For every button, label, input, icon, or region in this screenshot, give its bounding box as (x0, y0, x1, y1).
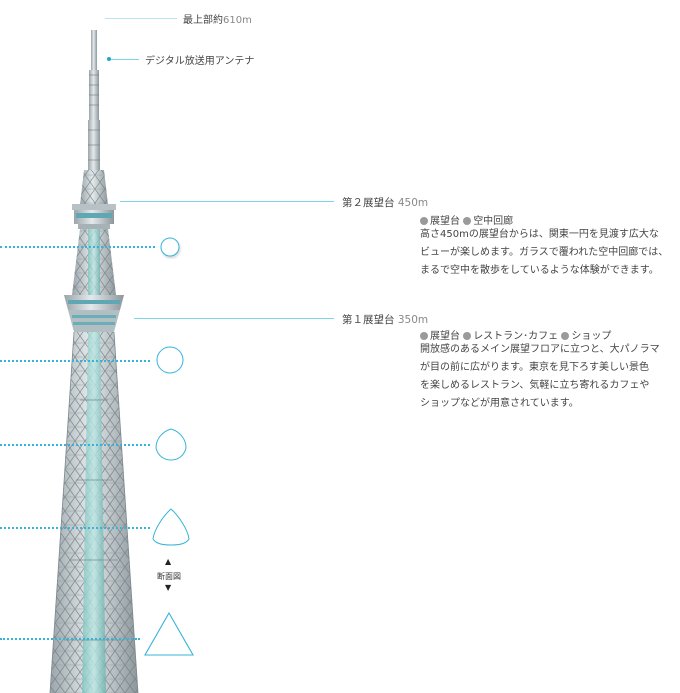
cross-section-guide (0, 527, 150, 529)
antenna-label: デジタル放送用アンテナ (145, 56, 255, 67)
top-height-value: 610m (223, 15, 252, 26)
top-height-name: 最上部約 (183, 15, 223, 26)
deck-1-tag: 展望台 (420, 331, 460, 342)
cross-section-rounded-triangle-wide (152, 508, 190, 546)
deck-1-tag: レストラン･カフェ (463, 331, 558, 342)
deck-2-leader-line (120, 201, 334, 202)
bullet-icon (463, 332, 472, 340)
deck-1-height: 350m (397, 314, 429, 326)
deck-1-structure (64, 295, 124, 332)
bullet-icon (463, 217, 472, 225)
antenna-leader-line (111, 59, 139, 60)
top-leader-line (105, 18, 177, 19)
deck-2-height: 450m (397, 197, 429, 209)
arrow-down-icon: ▼ (165, 583, 172, 592)
deck-1-description: 開放感のあるメイン展望フロアに立つと、大パノラマ が目の前に広がります。東京を見… (420, 344, 660, 409)
deck-2-title: 第２展望台 450m (342, 195, 428, 210)
deck-2-tag: 展望台 (420, 216, 460, 227)
cross-section-guide (0, 246, 155, 248)
bullet-icon (561, 332, 570, 340)
deck-2-name: 第２展望台 (342, 197, 395, 209)
antenna-mast (88, 30, 100, 170)
deck-2-tag: 空中回廊 (463, 216, 513, 227)
deck-1-tag: ショップ (561, 331, 611, 342)
deck-2-description: 高さ450mの展望台からは、関東一円を見渡す広大な ビューが楽しめます。ガラスで… (420, 229, 669, 276)
deck-1-name: 第１展望台 (342, 314, 395, 326)
deck-2-tags: 展望台 空中回廊 (420, 212, 513, 227)
deck-1-tags: 展望台 レストラン･カフェ ショップ (420, 327, 611, 342)
arrow-up-icon: ▲ (165, 557, 172, 566)
cross-section-guide (0, 360, 150, 362)
deck-2-structure (72, 204, 116, 229)
cross-section-rounded-triangle (155, 428, 187, 461)
tower-illustration (49, 30, 139, 693)
cross-section-circle-small (160, 237, 180, 257)
cross-section-guide (0, 444, 150, 446)
top-height-label: 最上部約610m (183, 11, 252, 26)
bullet-icon (420, 217, 428, 225)
bullet-icon (420, 332, 428, 340)
antenna-leader-dot (107, 57, 111, 61)
cross-section-triangle (144, 611, 194, 656)
deck-1-title: 第１展望台 350m (342, 312, 428, 327)
cross-section-label: 断面図 (157, 572, 181, 581)
cross-section-circle (156, 346, 184, 374)
deck-1-leader-line (134, 318, 334, 319)
cross-section-guide (0, 638, 140, 640)
